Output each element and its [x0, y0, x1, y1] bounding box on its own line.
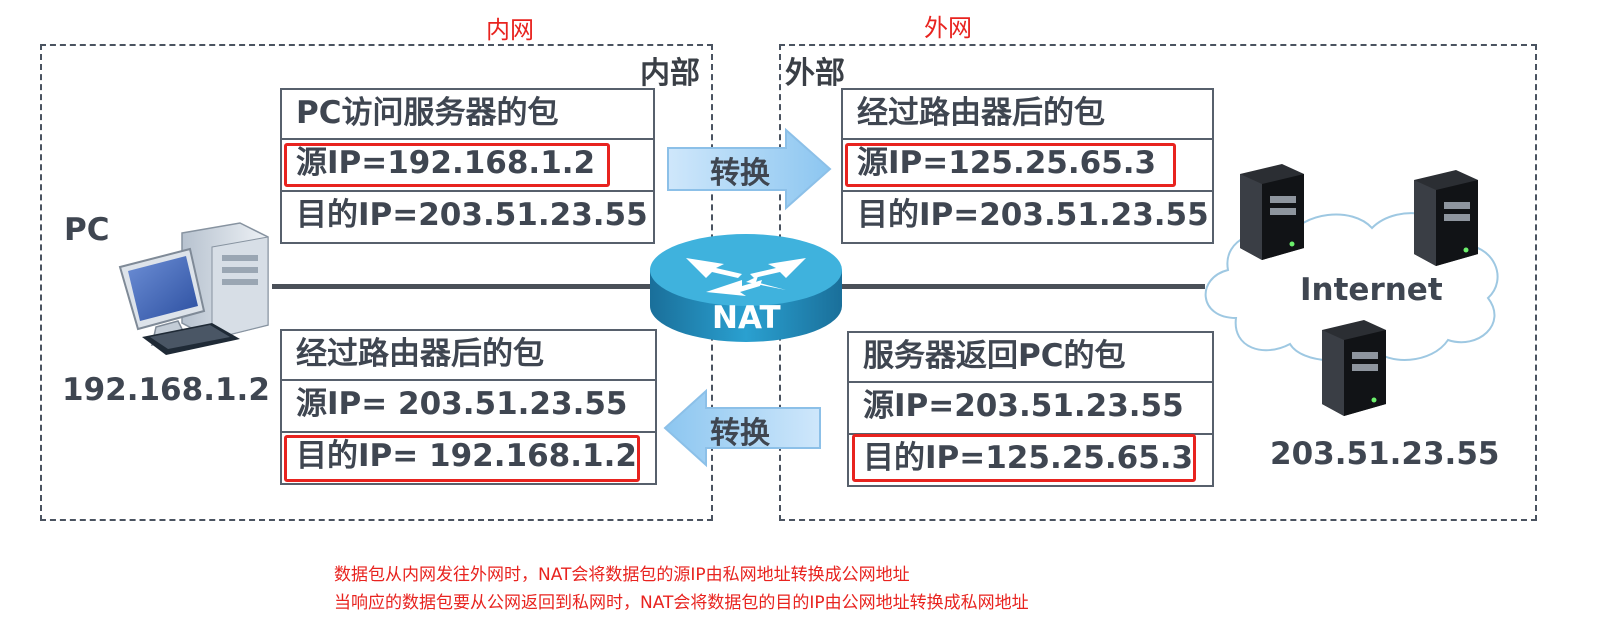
- packet-src-ip: 源IP= 203.51.23.55: [280, 381, 657, 433]
- packet-after-router-in: 经过路由器后的包 源IP= 203.51.23.55 目的IP= 192.168…: [280, 329, 657, 485]
- packet-src-ip: 源IP=203.51.23.55: [847, 383, 1214, 435]
- outer-zone-title: 外部: [785, 56, 845, 91]
- pc-ip: 192.168.1.2: [62, 372, 270, 408]
- backward-arrow-icon: [662, 388, 824, 468]
- server-icon: [1318, 318, 1388, 418]
- desktop-computer-icon: [112, 215, 272, 355]
- packet-title: PC访问服务器的包: [280, 88, 655, 140]
- internet-server-ip: 203.51.23.55: [1270, 436, 1500, 472]
- pc-label: PC: [64, 212, 110, 248]
- packet-dst-ip: 目的IP= 192.168.1.2: [280, 433, 657, 485]
- router-icon: [646, 228, 846, 346]
- internet-label: Internet: [1300, 272, 1443, 308]
- packet-src-ip: 源IP=192.168.1.2: [280, 140, 655, 192]
- router-label: NAT: [712, 300, 781, 336]
- packet-dst-ip: 目的IP=125.25.65.3: [847, 435, 1214, 487]
- backward-arrow-label: 转换: [710, 416, 770, 451]
- server-icon: [1410, 168, 1480, 268]
- forward-arrow-label: 转换: [710, 156, 770, 191]
- highlight-box: [284, 143, 610, 187]
- highlight-box: [852, 434, 1196, 482]
- packet-server-to-pc: 服务器返回PC的包 源IP=203.51.23.55 目的IP=125.25.6…: [847, 331, 1214, 487]
- packet-after-router-out: 经过路由器后的包 源IP=125.25.65.3 目的IP=203.51.23.…: [841, 88, 1214, 244]
- forward-arrow-icon: [664, 126, 834, 212]
- server-icon: [1236, 162, 1306, 262]
- highlight-box: [284, 435, 640, 482]
- inner-zone-title: 内部: [640, 56, 700, 91]
- packet-pc-to-server: PC访问服务器的包 源IP=192.168.1.2 目的IP=203.51.23…: [280, 88, 655, 244]
- outer-link-line: [840, 284, 1205, 289]
- note-line-2: 当响应的数据包要从公网返回到私网时，NAT会将数据包的目的IP由公网地址转换成私…: [334, 593, 1029, 613]
- packet-title: 经过路由器后的包: [280, 329, 657, 381]
- inner-network-tag: 内网: [486, 16, 534, 44]
- highlight-box: [845, 143, 1176, 187]
- outer-network-tag: 外网: [924, 14, 972, 42]
- note-line-1: 数据包从内网发往外网时，NAT会将数据包的源IP由私网地址转换成公网地址: [334, 565, 910, 585]
- packet-dst-ip: 目的IP=203.51.23.55: [280, 192, 655, 244]
- packet-src-ip: 源IP=125.25.65.3: [841, 140, 1214, 192]
- packet-title: 服务器返回PC的包: [847, 331, 1214, 383]
- packet-title: 经过路由器后的包: [841, 88, 1214, 140]
- inner-link-line: [272, 284, 656, 289]
- packet-dst-ip: 目的IP=203.51.23.55: [841, 192, 1214, 244]
